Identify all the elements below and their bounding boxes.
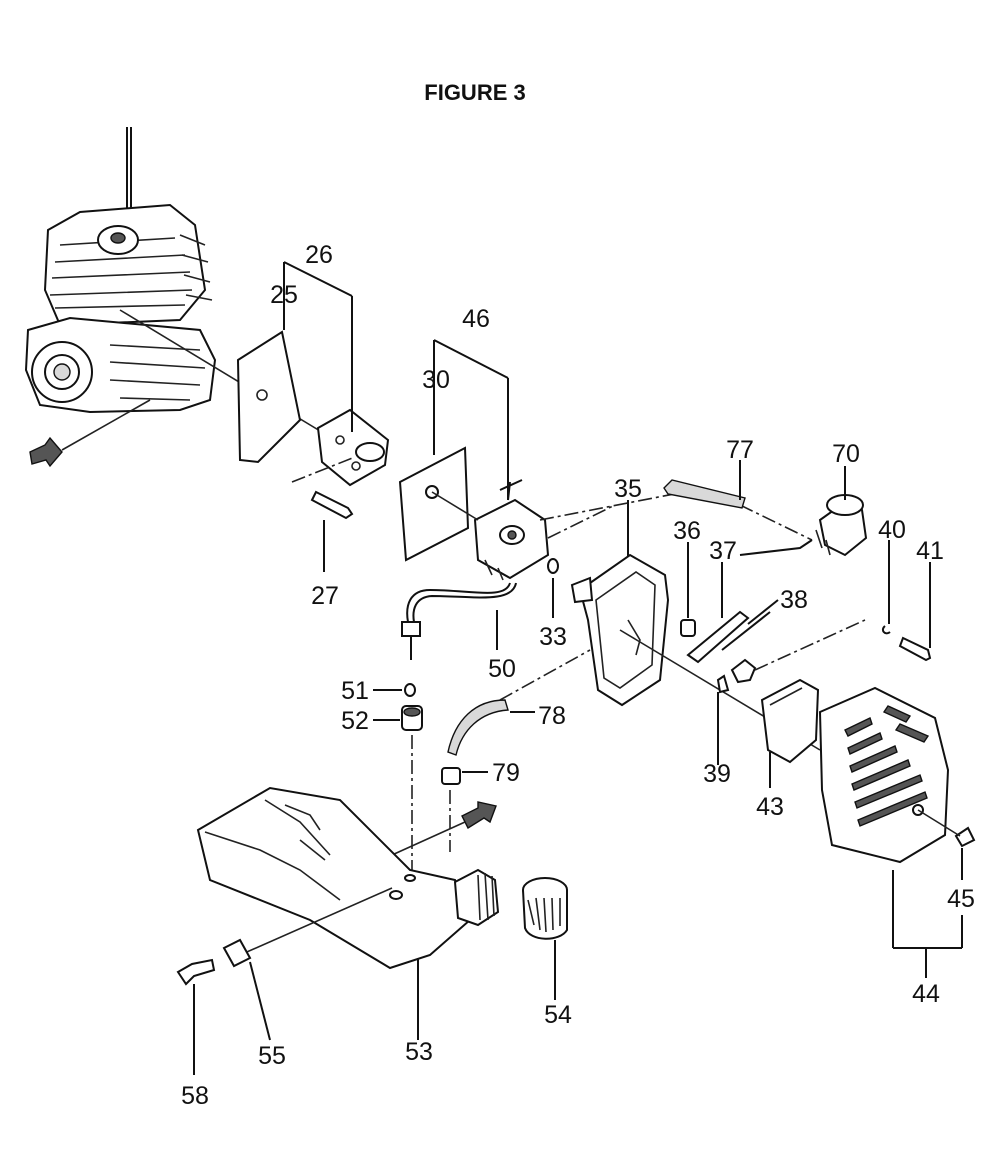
part-number-50: 50 bbox=[488, 655, 516, 683]
part-number-37: 37 bbox=[709, 537, 737, 565]
air-cleaner-cover bbox=[818, 686, 950, 864]
collar bbox=[680, 542, 696, 637]
clip bbox=[716, 658, 757, 765]
part-number-44: 44 bbox=[912, 980, 940, 1008]
part-number-26: 26 bbox=[305, 241, 333, 269]
part-number-39: 39 bbox=[703, 760, 731, 788]
lever bbox=[686, 562, 750, 664]
fuel-cap bbox=[522, 877, 568, 1000]
part-number-53: 53 bbox=[405, 1038, 433, 1066]
fuel-filter bbox=[373, 683, 423, 880]
carburetor-gasket bbox=[398, 446, 470, 562]
carb-axis-line bbox=[431, 491, 479, 521]
part-number-45: 45 bbox=[947, 885, 975, 913]
direction-arrow-left bbox=[29, 399, 151, 468]
part-number-54: 54 bbox=[544, 1001, 572, 1029]
spacer-and-bolt bbox=[176, 887, 393, 1075]
part-number-27: 27 bbox=[311, 582, 339, 610]
air-cleaner-case bbox=[570, 500, 670, 707]
part-number-30: 30 bbox=[422, 366, 450, 394]
part-number-55: 55 bbox=[258, 1042, 286, 1070]
engine-block bbox=[24, 127, 217, 414]
label-bracket-46 bbox=[433, 339, 509, 500]
insulator-block bbox=[316, 408, 390, 487]
part-number-77: 77 bbox=[726, 436, 754, 464]
cover-screw bbox=[917, 809, 976, 880]
fuel-line bbox=[401, 582, 517, 660]
air-filter-element bbox=[760, 678, 820, 788]
part-number-58: 58 bbox=[181, 1082, 209, 1110]
part-number-78: 78 bbox=[538, 702, 566, 730]
o-ring bbox=[547, 504, 616, 618]
label-bracket-44 bbox=[892, 870, 963, 978]
throttle-rod bbox=[539, 487, 813, 556]
part-number-79: 79 bbox=[492, 759, 520, 787]
screw-assembly bbox=[754, 540, 932, 671]
carburetor bbox=[473, 479, 550, 581]
part-number-40: 40 bbox=[878, 516, 906, 544]
part-number-36: 36 bbox=[673, 517, 701, 545]
primer-switch bbox=[815, 466, 868, 557]
link-rod bbox=[721, 599, 779, 651]
part-number-51: 51 bbox=[341, 677, 369, 705]
return-tube bbox=[447, 649, 591, 756]
figure-title: FIGURE 3 bbox=[424, 80, 526, 105]
fuel-tank bbox=[196, 786, 500, 1040]
part-number-33: 33 bbox=[539, 623, 567, 651]
part-number-25: 25 bbox=[270, 281, 298, 309]
part-number-43: 43 bbox=[756, 793, 784, 821]
gasket bbox=[236, 330, 302, 464]
grommet bbox=[441, 767, 488, 852]
part-number-38: 38 bbox=[780, 586, 808, 614]
part-number-41: 41 bbox=[916, 537, 944, 565]
part-number-52: 52 bbox=[341, 707, 369, 735]
direction-arrow-right bbox=[391, 801, 497, 856]
tube bbox=[663, 460, 746, 509]
bolt bbox=[291, 456, 356, 572]
part-number-46: 46 bbox=[462, 305, 490, 333]
label-bracket-26 bbox=[283, 261, 353, 432]
part-number-70: 70 bbox=[832, 440, 860, 468]
part-number-35: 35 bbox=[614, 475, 642, 503]
